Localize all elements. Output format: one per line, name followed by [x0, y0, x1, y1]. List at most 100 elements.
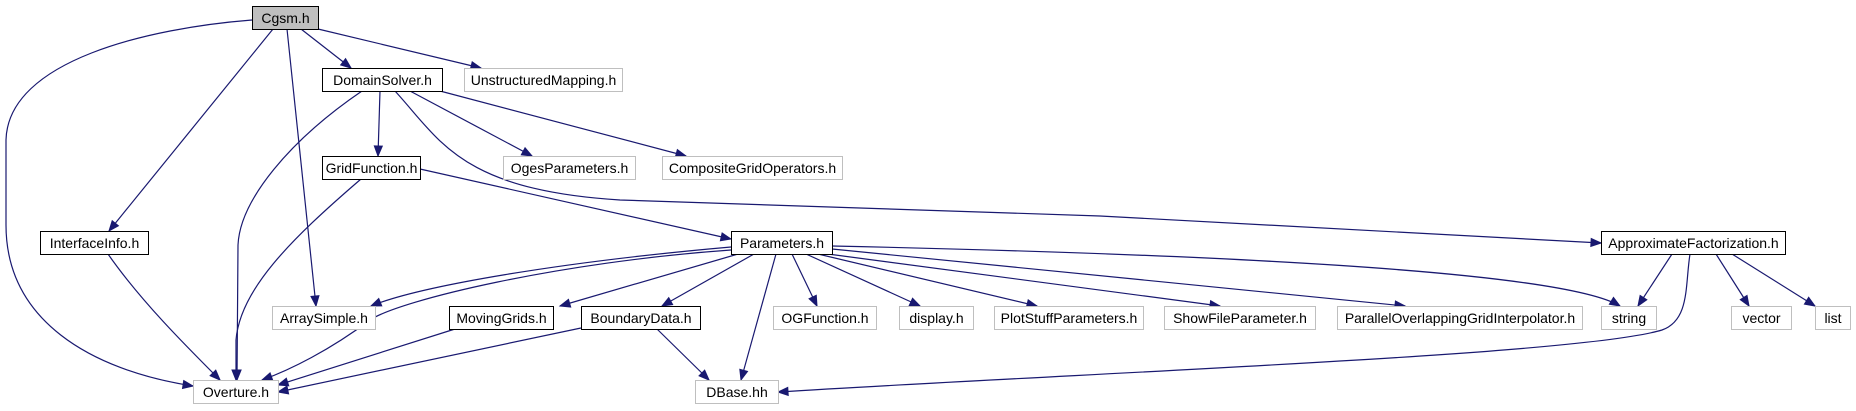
edge-approximatefactorization-to-list [1731, 253, 1817, 307]
node-list: list [1815, 306, 1851, 330]
edge-parameters-to-dbase [739, 253, 777, 382]
arrowhead [209, 369, 221, 381]
edge-line [317, 28, 482, 69]
node-domainsolver[interactable]: DomainSolver.h [322, 68, 443, 92]
edge-parameters-to-paralleloverlapping [831, 248, 1407, 310]
node-dbase: DBase.hh [695, 380, 779, 404]
arrowhead [776, 386, 789, 397]
edge-line [827, 253, 1221, 307]
node-unstructuredmapping: UnstructuredMapping.h [464, 68, 623, 92]
node-ogfunction: OGFunction.h [773, 306, 877, 330]
node-box [1601, 306, 1657, 330]
node-label: vector [1742, 310, 1780, 326]
arrowhead [276, 385, 290, 395]
arrowhead [310, 295, 320, 308]
edge-parameters-to-string [831, 245, 1622, 307]
node-display: display.h [899, 306, 974, 330]
edge-line [277, 327, 582, 393]
edge-line [236, 90, 363, 381]
edge-line [370, 246, 732, 307]
node-box[interactable] [322, 68, 443, 92]
node-label: BoundaryData.h [590, 310, 691, 326]
node-box[interactable] [322, 156, 421, 180]
edge-line [805, 253, 921, 307]
node-paralleloverlapping: ParallelOverlappingGridInterpolator.h [1337, 306, 1583, 330]
edge-interfaceinfo-to-overture [107, 253, 221, 381]
edge-line [1731, 253, 1816, 307]
edge-line [661, 253, 755, 307]
edge-parameters-to-arraysimple [369, 246, 732, 307]
node-box [899, 306, 974, 330]
node-box [1731, 306, 1792, 330]
edge-line [740, 253, 777, 381]
edge-domainsolver-to-approximatefactorization [394, 90, 1603, 248]
edge-line [394, 90, 1602, 244]
node-label: UnstructuredMapping.h [471, 72, 617, 88]
node-box[interactable] [1601, 231, 1786, 255]
node-box[interactable] [731, 231, 833, 255]
edge-parameters-to-plotstuffparameters [817, 253, 1039, 309]
edge-line [817, 253, 1038, 307]
node-parameters[interactable]: Parameters.h [731, 231, 833, 255]
node-gridfunction[interactable]: GridFunction.h [322, 156, 421, 180]
node-interfaceinfo[interactable]: InterfaceInfo.h [40, 231, 149, 255]
edge-boundarydata-to-dbase [656, 328, 710, 381]
edge-line [419, 168, 732, 240]
node-string: string [1601, 306, 1657, 330]
arrowhead [260, 372, 274, 381]
node-box[interactable] [449, 306, 554, 330]
node-label: PlotStuffParameters.h [1001, 310, 1138, 326]
edge-line [831, 248, 1406, 307]
node-box [1337, 306, 1583, 330]
node-arraysimple: ArraySimple.h [272, 306, 376, 330]
edge-cgsm-to-arraysimple [286, 28, 320, 308]
arrowhead [108, 219, 120, 233]
arrowhead [373, 145, 384, 158]
edge-gridfunction-to-parameters [419, 168, 733, 242]
node-box [994, 306, 1144, 330]
edge-parameters-to-boundarydata [660, 253, 755, 307]
edge-line [831, 245, 1621, 307]
node-box[interactable] [252, 6, 319, 30]
arrowhead [808, 294, 818, 308]
edge-line [235, 178, 362, 380]
arrowhead [558, 298, 572, 308]
node-box [773, 306, 877, 330]
edge-approximatefactorization-to-string [1637, 253, 1673, 308]
node-overture: Overture.h [193, 380, 279, 404]
node-label: ShowFileParameter.h [1173, 310, 1307, 326]
edge-line [108, 28, 274, 232]
edge-domainsolver-to-gridfunction [373, 90, 384, 158]
edge-line [439, 90, 687, 157]
node-plotstuffparameters: PlotStuffParameters.h [994, 306, 1144, 330]
edge-parameters-to-movinggrids [558, 253, 739, 308]
node-label: DBase.hh [706, 384, 767, 400]
node-box [193, 380, 279, 404]
node-movinggrids[interactable]: MovingGrids.h [449, 306, 554, 330]
edge-line [277, 328, 456, 386]
node-box[interactable] [40, 231, 149, 255]
node-box[interactable] [581, 306, 701, 330]
edge-movinggrids-to-overture [276, 328, 456, 387]
arrowhead [520, 146, 534, 157]
arrowhead [1637, 294, 1648, 308]
node-box [1815, 306, 1851, 330]
node-label: OgesParameters.h [511, 160, 629, 176]
node-showfileparameter: ShowFileParameter.h [1164, 306, 1316, 330]
edge-gridfunction-to-overture [231, 178, 362, 382]
node-label: OGFunction.h [781, 310, 868, 326]
node-approximatefactorization[interactable]: ApproximateFactorization.h [1601, 231, 1786, 255]
node-box [695, 380, 779, 404]
arrowhead [181, 379, 195, 390]
node-vector: vector [1731, 306, 1792, 330]
node-boundarydata[interactable]: BoundaryData.h [581, 306, 701, 330]
node-label: InterfaceInfo.h [50, 235, 140, 251]
node-label: Cgsm.h [261, 10, 309, 26]
node-cgsm[interactable]: Cgsm.h [252, 6, 319, 30]
node-label: string [1612, 310, 1646, 326]
node-label: ParallelOverlappingGridInterpolator.h [1345, 310, 1575, 326]
node-label: display.h [909, 310, 963, 326]
arrowhead [1608, 296, 1622, 307]
edge-approximatefactorization-to-vector [1715, 253, 1750, 308]
